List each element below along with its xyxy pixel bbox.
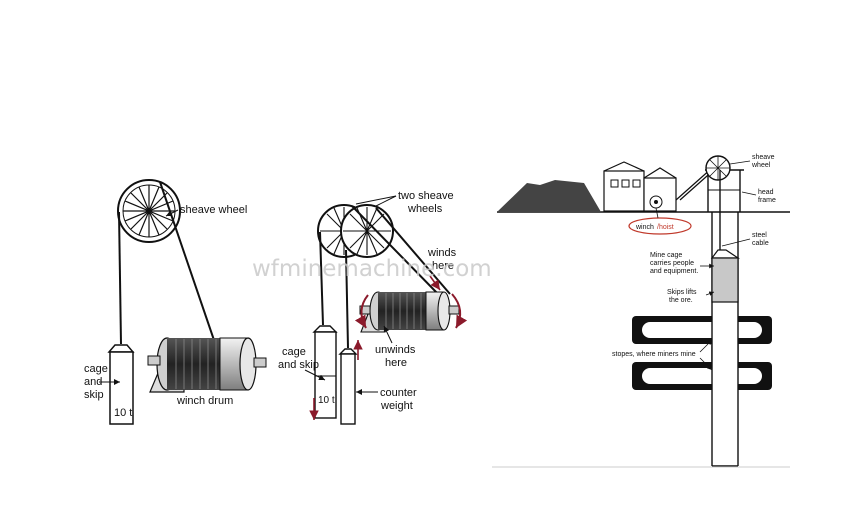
label-mine-cage: Mine cage — [650, 252, 682, 259]
head-frame — [675, 155, 744, 212]
label-and-skip-mid: and skip — [278, 359, 319, 371]
label-cage: cage — [84, 363, 108, 375]
label-and: and — [84, 376, 102, 388]
watermark: wfminemachine.com — [252, 256, 492, 282]
label-and-equipment: and equipment. — [650, 268, 698, 275]
winch-highlight-ellipse — [628, 217, 692, 235]
label-carries-people: carries people — [650, 260, 694, 267]
winch-drum-middle — [359, 291, 460, 333]
middle-hoist-diagram: two sheave wheels winds here unwinds her… — [278, 190, 468, 425]
label-the-ore: the ore. — [669, 297, 693, 304]
label-head: head — [758, 189, 774, 196]
label-winds: winds — [427, 247, 457, 259]
winch-drum — [147, 337, 267, 393]
label-winch-drum: winch drum — [176, 395, 233, 407]
label-sheave: sheave — [752, 154, 775, 161]
label-skips-lifts: Skips lifts — [667, 289, 697, 296]
label-counter: counter — [380, 387, 417, 399]
stopes — [632, 316, 772, 390]
label-weight: weight — [380, 400, 413, 412]
label-weight: 10 t — [114, 407, 132, 419]
label-wheels: wheels — [407, 203, 443, 215]
mine-cage — [710, 249, 740, 303]
label-weight-mid: 10 t — [318, 395, 335, 406]
ore-pile — [497, 180, 601, 212]
label-frame: frame — [758, 197, 776, 204]
sheave-wheel-back — [340, 204, 394, 258]
label-hoist: /hoist — [657, 224, 674, 231]
label-two-sheave: two sheave — [398, 190, 454, 202]
label-unwinds: unwinds — [375, 344, 416, 356]
buildings — [603, 161, 677, 212]
label-cage-mid: cage — [282, 346, 306, 358]
counter-weight — [338, 348, 358, 425]
left-hoist-diagram: sheave wheel cage and skip 10 t winch dr… — [84, 179, 267, 425]
label-winds-here: here — [432, 260, 454, 272]
label-skip: skip — [84, 389, 104, 401]
label-sheave-wheel: sheave wheel — [180, 204, 247, 216]
label-winch: winch — [635, 224, 654, 231]
cage-and-skip — [107, 344, 135, 425]
label-wheel: wheel — [751, 162, 771, 169]
label-unwinds-here: here — [385, 357, 407, 369]
label-stopes: stopes, where miners mine — [612, 351, 696, 358]
label-steel: steel — [752, 232, 767, 239]
right-mine-diagram: sheave wheel head frame winch /hoist ste… — [492, 154, 790, 468]
label-cable: cable — [752, 240, 769, 247]
